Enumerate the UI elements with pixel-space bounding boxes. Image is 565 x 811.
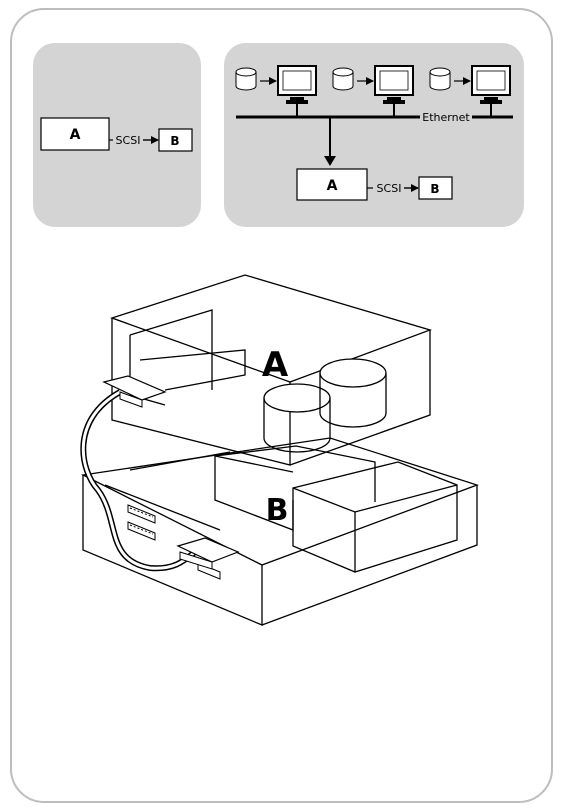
right-scsi-label: SCSI — [377, 182, 402, 195]
unit-b-label: B — [266, 493, 289, 528]
workstation-2 — [333, 66, 413, 117]
right-diagram: Ethernet A SCSI B — [236, 66, 513, 200]
workstation-3 — [430, 66, 510, 117]
workstation-1 — [236, 66, 316, 117]
left-box-b-label: B — [170, 134, 179, 148]
left-box-a-label: A — [70, 127, 81, 143]
right-box-a-label: A — [327, 178, 338, 194]
unit-a-label: A — [262, 345, 289, 385]
left-diagram: A SCSI B — [41, 118, 192, 151]
left-scsi-label: SCSI — [116, 134, 141, 147]
right-box-b-label: B — [430, 182, 439, 196]
ethernet-label: Ethernet — [422, 111, 470, 124]
